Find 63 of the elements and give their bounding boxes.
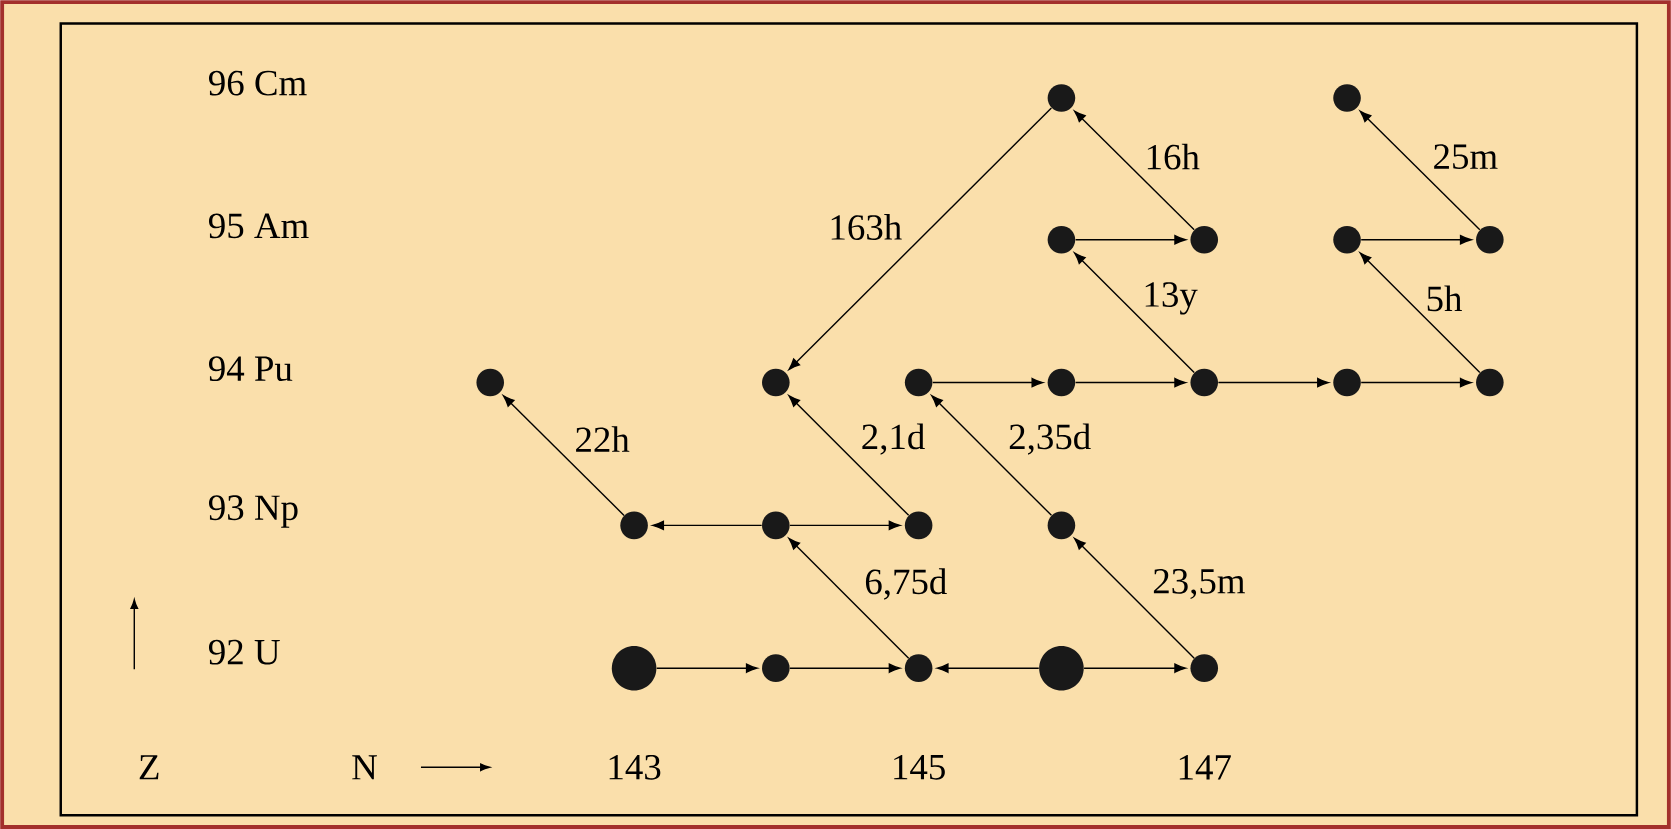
nuclide-dot bbox=[904, 511, 933, 540]
nuclide-dot bbox=[1333, 84, 1361, 112]
arrow bbox=[788, 537, 910, 659]
edge-label: 2,1d bbox=[859, 421, 928, 457]
axis-label: 95 Am bbox=[209, 213, 309, 239]
axis-label: 147 bbox=[1179, 755, 1231, 780]
edge-label: 23,5m bbox=[1150, 567, 1248, 601]
nuclide-dot bbox=[1333, 225, 1361, 254]
arrow bbox=[936, 663, 1040, 673]
edge-label: 25m bbox=[1430, 142, 1500, 171]
axis-label: 143 bbox=[609, 754, 661, 780]
nuclide-dot bbox=[1047, 225, 1076, 254]
arrow bbox=[1359, 110, 1481, 231]
nuclide-dot bbox=[904, 368, 933, 397]
arrow bbox=[1074, 252, 1195, 374]
arrow bbox=[1074, 110, 1195, 231]
nuclide-dot bbox=[1047, 511, 1076, 540]
axis-label: 93 Np bbox=[209, 495, 298, 528]
nuclide-dot bbox=[1190, 225, 1219, 254]
arrow bbox=[1360, 234, 1472, 245]
axis-label: 96 Cm bbox=[209, 70, 307, 96]
nuclide-dot bbox=[1047, 84, 1076, 112]
axis-label: 92 U bbox=[209, 639, 280, 665]
arrow bbox=[1074, 234, 1187, 245]
nuclide-dot bbox=[1476, 225, 1504, 254]
arrow bbox=[502, 395, 625, 517]
arrow bbox=[1083, 663, 1187, 673]
edge-label: 16h bbox=[1142, 141, 1202, 172]
edge-label: 22h bbox=[572, 424, 632, 454]
axis-label: 145 bbox=[894, 754, 945, 780]
arrow bbox=[788, 395, 910, 517]
edge-label: 13y bbox=[1140, 280, 1200, 317]
axis-label: 94 Pu bbox=[209, 356, 293, 382]
nuclide-dot bbox=[1039, 645, 1084, 691]
nuclide-dot bbox=[1047, 368, 1076, 397]
arrow bbox=[788, 107, 1053, 370]
nuclide-dot bbox=[762, 368, 790, 397]
arrow bbox=[1217, 377, 1329, 388]
arrow bbox=[1074, 537, 1195, 659]
nuclide-dot bbox=[476, 368, 505, 397]
edge-label: 163h bbox=[826, 212, 904, 242]
edge-label: 6,75d bbox=[862, 566, 950, 602]
arrow bbox=[789, 663, 901, 673]
arrow bbox=[932, 377, 1044, 388]
nuclide-dot bbox=[904, 654, 933, 682]
nuclide-dot bbox=[620, 511, 648, 540]
nuclide-dot bbox=[1190, 654, 1219, 682]
arrow bbox=[1074, 377, 1187, 388]
nuclide-dot bbox=[762, 511, 790, 540]
nuclide-dot bbox=[611, 645, 657, 691]
nuclide-dot bbox=[1333, 368, 1361, 397]
nuclide-dot bbox=[1476, 368, 1504, 397]
axis-label: N bbox=[352, 755, 377, 780]
axis-label: Z bbox=[139, 755, 159, 780]
nuclide-dot bbox=[1190, 368, 1219, 397]
edge-label: 2,35d bbox=[1006, 421, 1093, 457]
arrow bbox=[789, 520, 901, 531]
arrow bbox=[652, 520, 763, 531]
arrow bbox=[931, 395, 1053, 517]
arrow bbox=[1360, 377, 1472, 388]
nuclide-dot bbox=[762, 654, 790, 682]
arrow bbox=[1359, 252, 1481, 374]
arrow bbox=[656, 663, 758, 673]
